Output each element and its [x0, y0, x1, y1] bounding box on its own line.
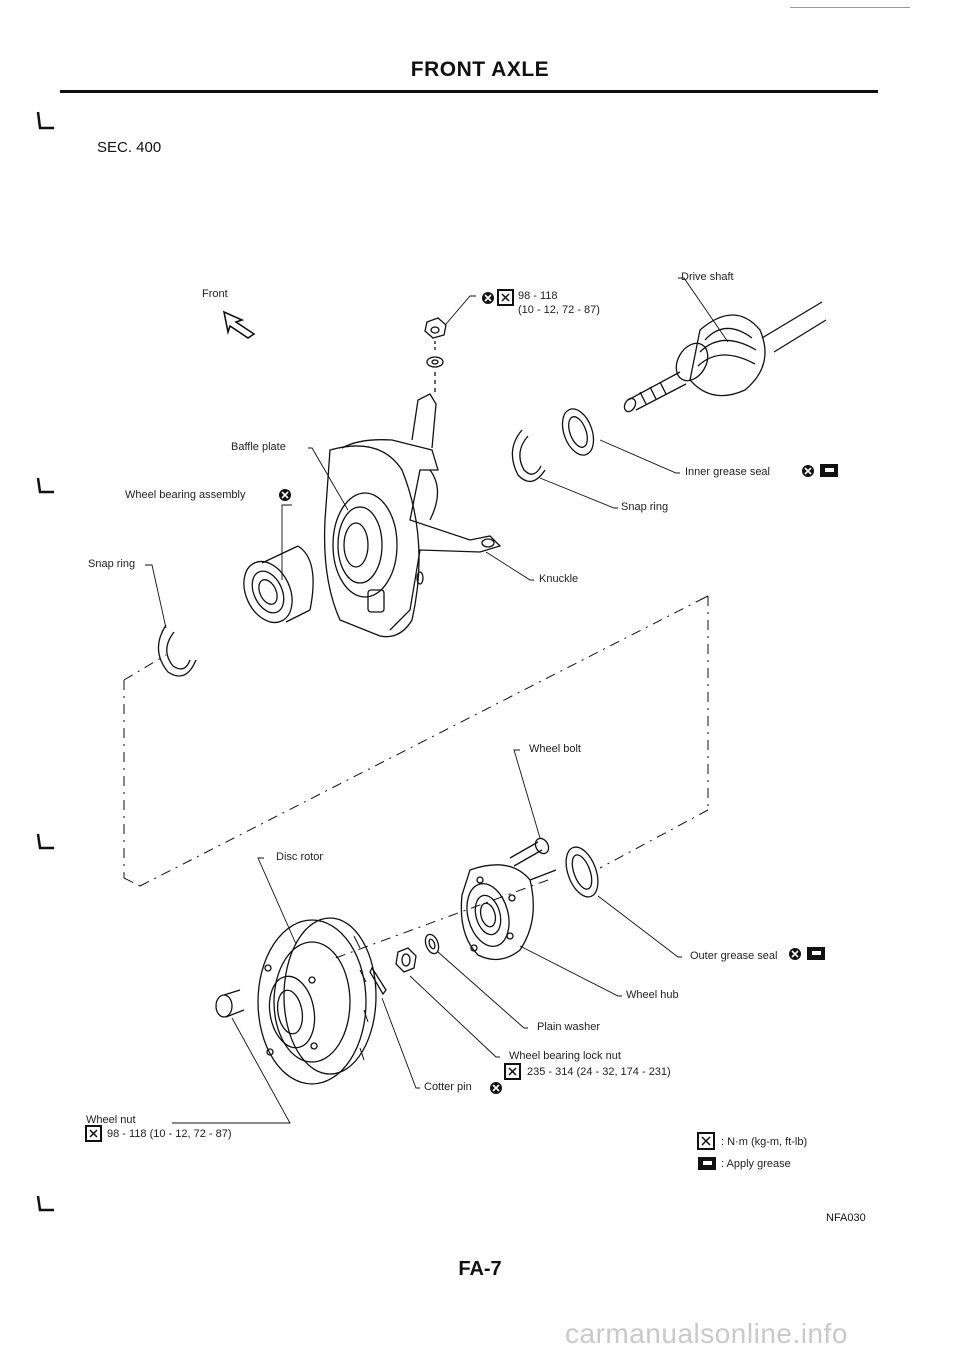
wheel-nut-label: Wheel nut [86, 1114, 136, 1126]
snap-ring-inner-label: Snap ring [621, 501, 669, 513]
lock-nut-torque: 235 - 314 (24 - 32, 174 - 231) [527, 1066, 671, 1078]
front-arrow-icon [222, 310, 256, 339]
wheel-bearing-part [243, 545, 314, 624]
torque-wrench-icon [85, 289, 715, 1150]
top-edge-line [790, 7, 910, 8]
figure-code: NFA030 [826, 1212, 866, 1224]
watermark: carmanualsonline.info [565, 1318, 848, 1349]
plain-washer-label: Plain washer [537, 1021, 600, 1033]
wheel-bearing-assembly-label: Wheel bearing assembly [125, 489, 246, 501]
lock-nut-part [395, 947, 417, 973]
baffle-plate-part [323, 445, 424, 638]
legend-apply-grease: : Apply grease [721, 1158, 791, 1170]
legend-torque-unit: : N·m (kg-m, ft-lb) [721, 1136, 808, 1148]
baffle-plate-label: Baffle plate [231, 441, 286, 453]
binding-mark [36, 111, 54, 1212]
plain-washer-part [424, 933, 440, 955]
inner-grease-seal-part [561, 408, 595, 456]
outer-grease-seal-label: Outer grease seal [690, 950, 778, 962]
page-title: FRONT AXLE [410, 58, 550, 81]
knuckle-bolt-torque: 98 - 118 [518, 290, 558, 302]
snap-ring-outer-label: Snap ring [88, 558, 136, 570]
front-label: Front [202, 288, 228, 300]
lock-nut-label: Wheel bearing lock nut [509, 1050, 621, 1062]
drive-shaft-part [623, 301, 827, 413]
snap-ring-inner-part [511, 429, 546, 482]
inner-grease-seal-label: Inner grease seal [685, 466, 770, 478]
wheel-hub-part [460, 864, 557, 961]
wheel-bolt-part [509, 837, 550, 867]
wheel-bolt-label: Wheel bolt [529, 743, 581, 755]
drive-shaft-label: Drive shaft [681, 271, 734, 283]
title-rule [60, 90, 878, 93]
knuckle-bolt-part [424, 317, 447, 392]
grease-icon [698, 464, 838, 1170]
knuckle-label: Knuckle [539, 573, 579, 585]
knuckle-part [341, 393, 502, 631]
replace-part-icon [279, 292, 814, 1094]
cotter-pin-part [369, 966, 387, 996]
wheel-nut-part [215, 989, 245, 1018]
disc-rotor-part [257, 917, 377, 1085]
snap-ring-outer-part [157, 624, 197, 677]
wheel-hub-label: Wheel hub [626, 989, 679, 1001]
assembly-guide-lines [123, 596, 709, 961]
section-number: SEC. 400 [97, 139, 162, 156]
wheel-nut-torque: 98 - 118 (10 - 12, 72 - 87) [107, 1128, 232, 1140]
cotter-pin-label: Cotter pin [424, 1081, 472, 1093]
outer-grease-seal-part [565, 846, 599, 898]
page-number: FA-7 [458, 1258, 502, 1280]
disc-rotor-label: Disc rotor [276, 851, 324, 863]
knuckle-bolt-torque-imperial: (10 - 12, 72 - 87) [518, 304, 600, 316]
leader-lines [145, 277, 729, 1124]
